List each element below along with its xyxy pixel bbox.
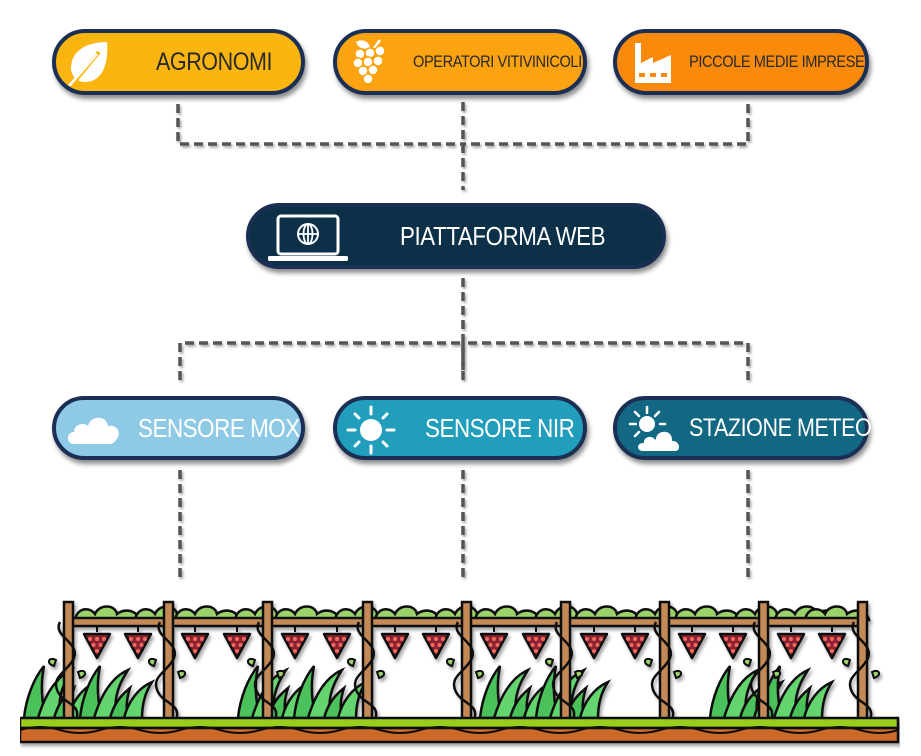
node-label: PIATTAFORMA WEB bbox=[400, 220, 606, 251]
node-piccole-medie-imprese: PICCOLE MEDIE IMPRESE bbox=[613, 29, 869, 95]
node-label: STAZIONE METEO bbox=[689, 413, 872, 442]
node-piattaforma-web: PIATTAFORMA WEB bbox=[246, 203, 666, 269]
node-label: OPERATORI VITIVINICOLI bbox=[413, 52, 582, 71]
node-label: SENSORE MOX bbox=[138, 412, 300, 443]
node-operatori-vitivinicoli: OPERATORI VITIVINICOLI bbox=[333, 29, 587, 95]
grapes-icon bbox=[349, 37, 393, 89]
connector-bottom-right bbox=[463, 341, 750, 380]
sun-cloud-icon bbox=[627, 404, 685, 456]
cloud-icon bbox=[64, 408, 124, 448]
connector-top-left bbox=[176, 104, 463, 146]
node-label: PICCOLE MEDIE IMPRESE bbox=[689, 52, 865, 71]
connector-top-right bbox=[463, 104, 750, 146]
ground bbox=[20, 716, 900, 744]
factory-icon bbox=[633, 41, 673, 85]
sun-icon bbox=[345, 404, 397, 456]
node-sensore-mox: SENSORE MOX bbox=[52, 396, 305, 460]
node-sensore-nir: SENSORE NIR bbox=[333, 396, 587, 460]
vineyard-illustration bbox=[20, 600, 900, 744]
node-label: SENSORE NIR bbox=[425, 412, 575, 443]
laptop-globe-icon bbox=[264, 213, 352, 263]
grass-clumps bbox=[22, 664, 834, 720]
node-stazione-meteo: STAZIONE METEO bbox=[613, 396, 872, 460]
leaf-icon bbox=[66, 39, 112, 87]
connector-bottom-left bbox=[178, 341, 463, 380]
node-agronomi: AGRONOMI bbox=[52, 29, 305, 95]
node-label: AGRONOMI bbox=[156, 47, 273, 76]
